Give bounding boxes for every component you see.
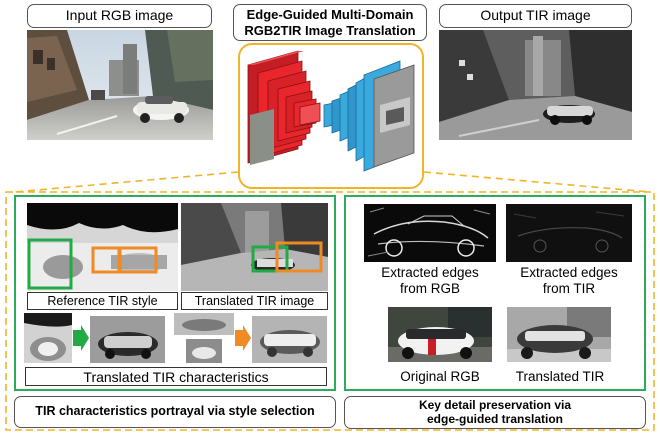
edges-from-rgb-image: [364, 204, 496, 262]
original-rgb-image: [388, 307, 492, 362]
edge-guided-caption: Key detail preservation via edge-guided …: [344, 396, 646, 429]
green-arrow-icon: [73, 325, 89, 351]
style-selection-caption: TIR characteristics portrayal via style …: [14, 396, 336, 428]
edge-guided-panel: [344, 195, 646, 391]
decoder-blocks: [323, 60, 415, 172]
reference-crop-orange: [174, 313, 234, 363]
translated-tir-image-right: [507, 307, 611, 362]
original-rgb-caption: Original RGB: [400, 369, 480, 384]
reference-crop-green: [24, 313, 72, 363]
translated-crop-green: [90, 316, 165, 363]
translated-tir-image-left: [181, 203, 328, 291]
title-box: Edge-Guided Multi-Domain RGB2TIR Image T…: [233, 4, 427, 41]
edges-tir-caption: Extracted edges from TIR: [520, 265, 618, 296]
orange-arrow-icon: [235, 325, 251, 351]
translated-crop-orange: [252, 316, 327, 363]
edges-from-tir-image: [506, 204, 632, 262]
network-diagram: [238, 43, 424, 189]
encoder-blocks: [247, 50, 321, 165]
input-rgb-image: [27, 30, 213, 140]
translated-tir-characteristics-label: Translated TIR characteristics: [25, 367, 327, 386]
output-tir-image: [439, 30, 632, 140]
reference-tir-style-label: Reference TIR style: [27, 292, 178, 310]
reference-tir-image: [27, 203, 178, 291]
edges-rgb-caption: Extracted edges from RGB: [381, 265, 479, 296]
style-selection-panel: [14, 195, 336, 391]
translated-tir-caption: Translated TIR: [515, 369, 605, 384]
translated-tir-image-label: Translated TIR image: [181, 292, 328, 310]
output-tir-label: Output TIR image: [439, 4, 632, 28]
input-rgb-label: Input RGB image: [27, 4, 212, 28]
